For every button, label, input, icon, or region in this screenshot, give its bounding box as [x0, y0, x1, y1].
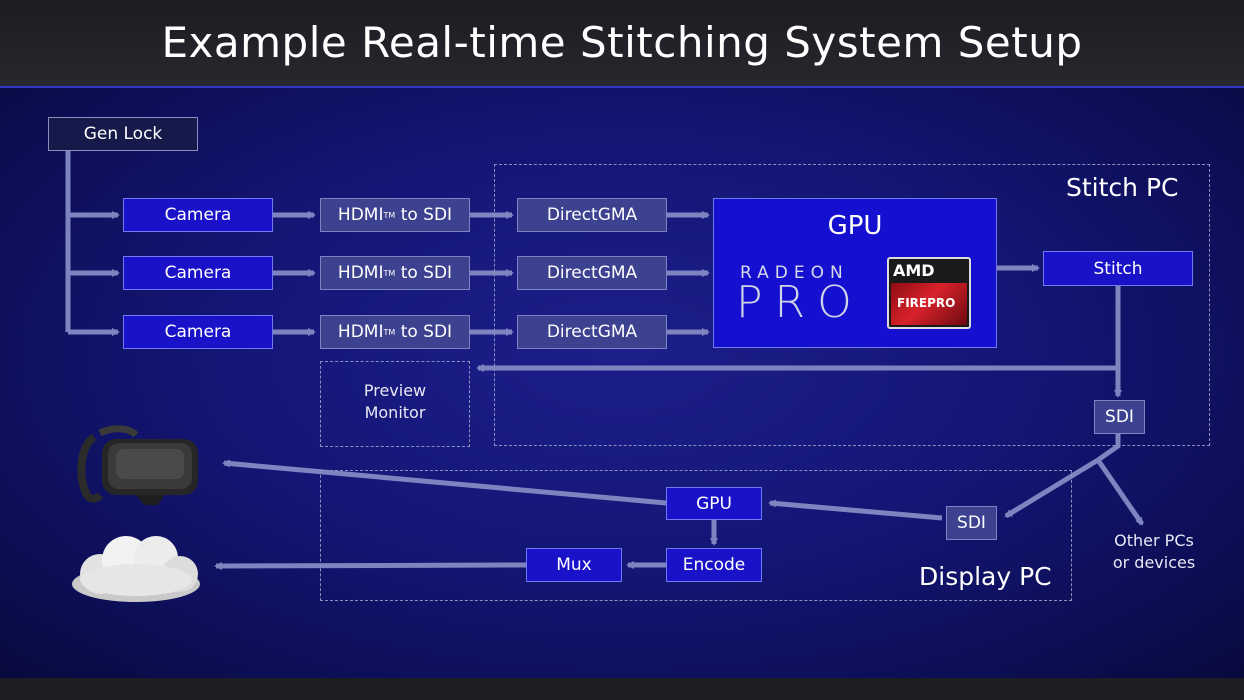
mux-box: Mux	[526, 548, 622, 582]
encode-box: Encode	[666, 548, 762, 582]
hdmi-suffix: to SDI	[400, 322, 453, 342]
trademark-mark: TM	[383, 210, 396, 220]
gpu-display-box: GPU	[666, 487, 762, 520]
title-bar	[0, 0, 1244, 86]
firepro-panel: FIREPRO	[891, 283, 967, 325]
radeon-logo-text: RADEON	[740, 263, 849, 283]
other-line-1: Other PCs	[1114, 531, 1194, 550]
sdi-label: SDI	[957, 513, 986, 533]
display-pc-label: Display PC	[919, 562, 1052, 591]
camera-label: Camera	[164, 322, 232, 342]
display-pc-group	[320, 470, 1072, 601]
genlock-box: Gen Lock	[48, 117, 198, 151]
hdmi-label: HDMI	[337, 263, 384, 283]
mux-label: Mux	[556, 555, 592, 575]
preview-monitor-group	[320, 361, 470, 447]
gpu-main-box: GPU RADEON PRO AMD FIREPRO	[713, 198, 997, 348]
trademark-mark: TM	[383, 268, 396, 278]
hdmi-suffix: to SDI	[400, 205, 453, 225]
amd-logo-text: AMD	[893, 261, 935, 280]
stitch-pc-label: Stitch PC	[1066, 173, 1179, 202]
amd-firepro-badge: AMD FIREPRO	[887, 257, 971, 329]
directgma-box-1: DirectGMA	[517, 198, 667, 232]
hdmi-label: HDMI	[337, 322, 384, 342]
directgma-label: DirectGMA	[546, 205, 638, 225]
preview-line-1: Preview	[363, 381, 427, 400]
camera-label: Camera	[164, 263, 232, 283]
genlock-label: Gen Lock	[83, 124, 163, 144]
diagram-panel	[0, 86, 1244, 680]
stitch-pc-group	[494, 164, 1210, 446]
other-line-2: or devices	[1112, 553, 1196, 572]
sdi-label: SDI	[1105, 407, 1134, 427]
sdi-display-box: SDI	[946, 506, 997, 540]
firepro-logo-text: FIREPRO	[897, 296, 956, 310]
page-title: Example Real-time Stitching System Setup	[161, 18, 1083, 67]
hdmi-suffix: to SDI	[400, 263, 453, 283]
hdmi-label: HDMI	[337, 205, 384, 225]
gpu-display-label: GPU	[696, 493, 732, 514]
directgma-label: DirectGMA	[546, 263, 638, 283]
preview-line-2: Monitor	[364, 403, 426, 422]
vr-headset-icon	[77, 425, 198, 505]
pro-logo-text: PRO	[736, 277, 864, 328]
trademark-mark: TM	[383, 327, 396, 337]
camera-box-3: Camera	[123, 315, 273, 349]
cloud-icon	[72, 536, 200, 602]
camera-label: Camera	[164, 205, 232, 225]
stitch-box: Stitch	[1043, 251, 1193, 286]
directgma-box-2: DirectGMA	[517, 256, 667, 290]
directgma-box-3: DirectGMA	[517, 315, 667, 349]
gpu-main-label: GPU	[827, 211, 883, 241]
encode-label: Encode	[682, 555, 746, 575]
camera-box-2: Camera	[123, 256, 273, 290]
directgma-label: DirectGMA	[546, 322, 638, 342]
preview-monitor-label: Preview Monitor	[320, 380, 470, 424]
sdi-stitch-box: SDI	[1094, 400, 1145, 434]
camera-box-1: Camera	[123, 198, 273, 232]
stitch-label: Stitch	[1093, 258, 1143, 279]
bottom-bar	[0, 678, 1244, 700]
other-pcs-label: Other PCs or devices	[1096, 530, 1212, 574]
